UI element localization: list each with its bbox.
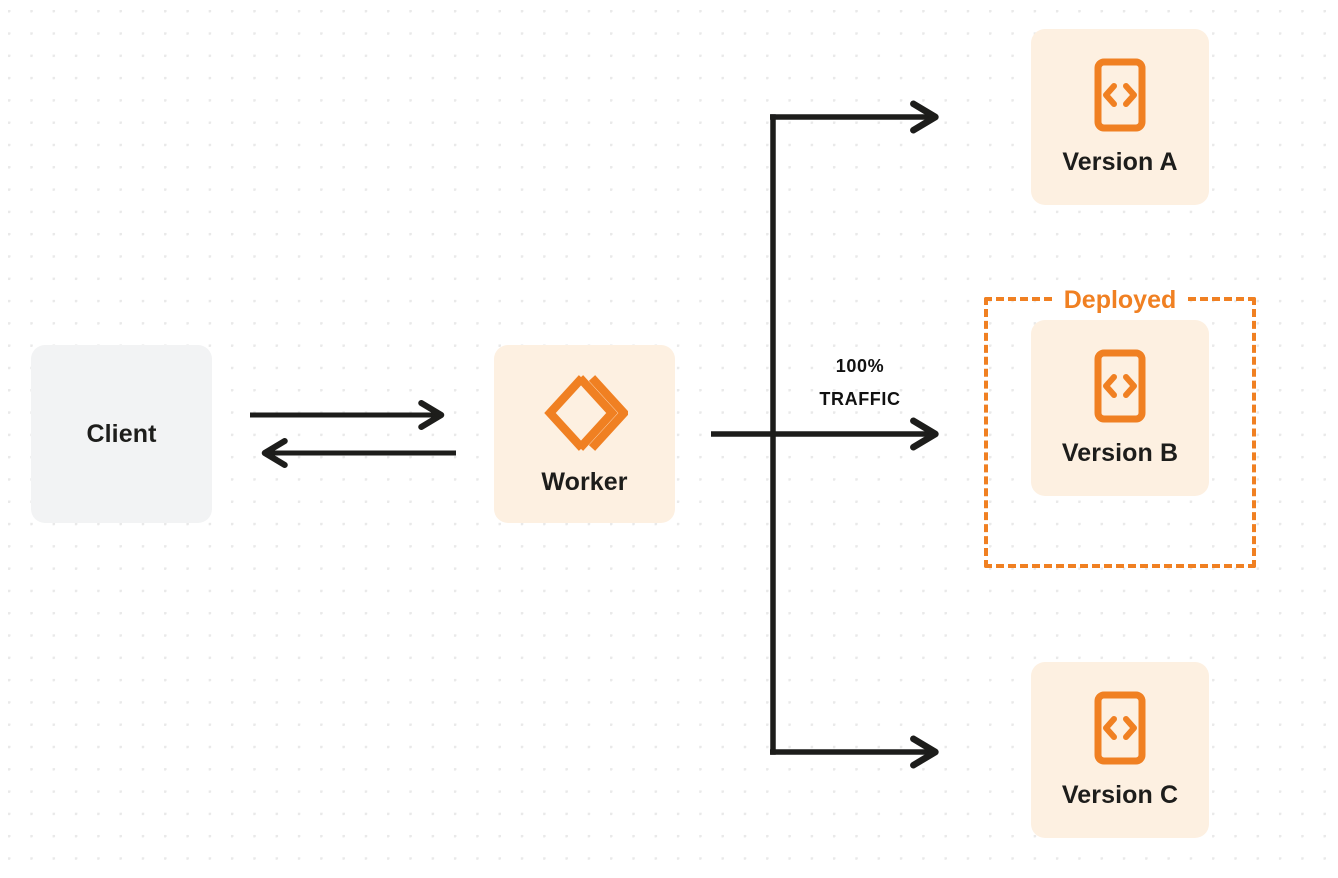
traffic-percent: 100% — [835, 356, 885, 376]
node-version-a[interactable]: Version A — [1031, 29, 1209, 205]
cloudflare-workers-logo-icon — [542, 372, 630, 454]
node-version-a-label: Version A — [1062, 147, 1178, 176]
deployed-group-label: Deployed — [1053, 285, 1187, 315]
node-client[interactable]: Client — [31, 345, 212, 523]
node-version-c[interactable]: Version C — [1031, 662, 1209, 838]
traffic-label: 100% TRAFFIC — [790, 350, 930, 416]
code-file-icon — [1094, 691, 1146, 765]
deployed-group: Deployed — [984, 285, 1256, 568]
node-client-label: Client — [86, 419, 157, 448]
traffic-word: TRAFFIC — [819, 389, 901, 409]
node-version-b-label: Version B — [1061, 438, 1179, 467]
node-version-c-label: Version C — [1061, 780, 1179, 809]
code-file-icon — [1094, 349, 1146, 423]
node-worker-label: Worker — [541, 467, 628, 496]
node-worker[interactable]: Worker — [494, 345, 675, 523]
code-file-icon — [1094, 58, 1146, 132]
node-version-b[interactable]: Version B — [1031, 320, 1209, 496]
